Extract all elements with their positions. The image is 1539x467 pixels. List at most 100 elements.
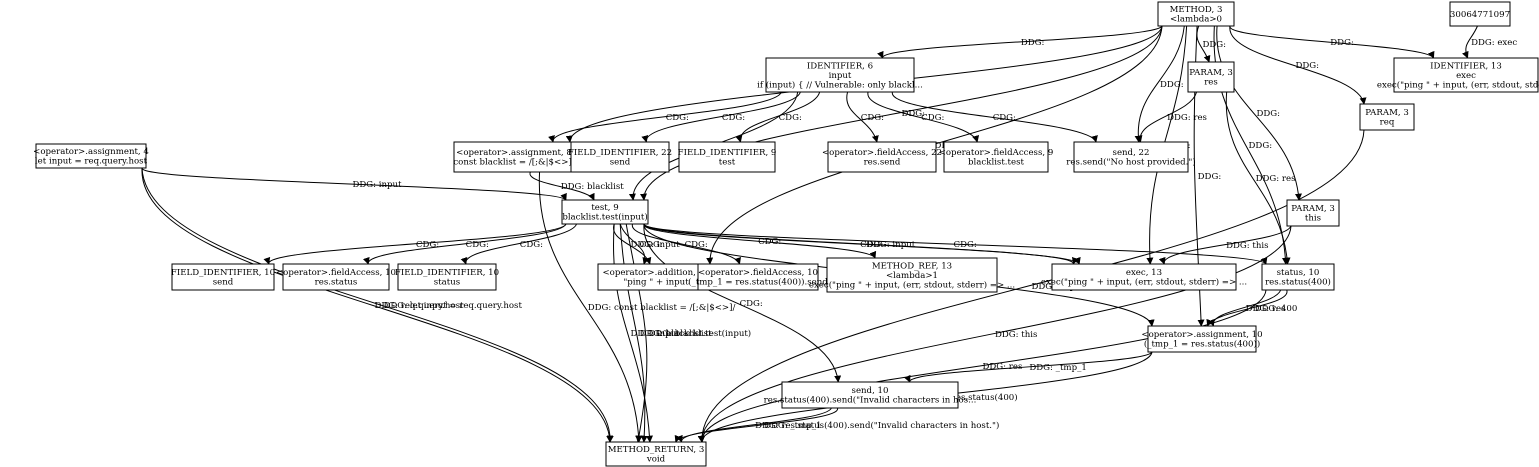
edge-label: CDG: [416,240,439,250]
edge-label: DDG: let input = req.query.host [384,301,523,311]
node-label-line: <operator>.fieldAccess, 22 [822,148,942,158]
edge-label: DDG: this [995,330,1037,340]
node-label-line: send, 10 [852,386,889,396]
node-label-line: res [1204,78,1218,88]
node-box [1073,141,1189,173]
graph-node-n30064: 30064771097 [1449,1,1511,27]
node-label-line: FIELD_IDENTIFIER, 10 [171,268,275,278]
graph-edge-test9-to-fid10st [460,223,578,265]
edge-label: DDG: res.status(400).send("Invalid chara… [755,420,999,431]
node-label-line: IDENTIFIER, 6 [807,61,873,71]
node-box [1261,263,1335,291]
graph-edge-assign10-to-send10 [904,351,1153,383]
edge-label: CDG: [993,113,1016,123]
node-box [943,141,1049,173]
edge-label: CDG: [860,240,883,250]
edge-label: DDG: blacklist [649,329,713,339]
node-box [605,441,707,467]
node-label-line: FIELD_IDENTIFIER, 22 [568,148,672,158]
edge-label: DDG: _tmp_1 [1029,363,1086,373]
graph-edge-ident6-to-fid9 [735,91,821,143]
node-label-line: req [1380,118,1395,128]
graph-edge-ident6-to-fa9 [867,91,980,143]
edge-label: CDG: [520,240,543,250]
node-label-line: <operator>.addition, 13 [602,268,709,278]
edge-label: CDG: [466,240,489,250]
graph-edge-assign4-to-test9 [141,167,567,201]
edge-label: DDG: res [983,362,1023,372]
edge-label: CDG: [666,113,689,123]
graph-node-assign10: <operator>.assignment, 10(_tmp_1 = res.s… [1141,325,1263,353]
edge-label: CDG: [779,113,802,123]
node-label-line: FIELD_IDENTIFIER, 9 [678,148,777,158]
edge-label: DDG: input [866,240,916,250]
node-label-line: void [646,455,666,465]
node-box [697,263,819,291]
node-label-line: <operator>.fieldAccess, 10 [276,268,396,278]
graph-edge-method-to-param_res [1196,25,1211,63]
graph-edge-test9-to-ret [619,223,648,443]
graph-edge-param_req-to-ret [698,129,1365,443]
node-label-line: status, 10 [1277,268,1320,278]
edge-label: DDG: [1330,38,1354,48]
graph-edge-assign8-to-ret [538,171,643,443]
node-label-line: test [719,158,736,168]
graph-edge-test9-to-status10 [643,223,1268,265]
node-box [561,199,649,225]
graph-edge-assign4-to-ret [141,167,614,443]
graph-edge-ident6-to-fa22 [846,91,879,143]
edge-label: DDG: [1198,172,1222,182]
edge-label: DDG: [1249,141,1273,151]
node-label-line: <lambda>0 [1170,15,1222,25]
edge-label: DDG: [902,109,926,119]
edge-label: DDG: _tmp_1 [764,421,821,431]
graph-edge-send10-to-ret [674,407,838,443]
edge-label: DDG: this [1226,241,1268,251]
node-label-line: send [610,158,631,168]
node-label-line: 30064771097 [1450,10,1510,20]
node-label-line: PARAM, 3 [1365,108,1409,118]
node-label-line: METHOD_REF, 13 [872,261,952,271]
edge-label: CDG: [740,299,763,309]
node-label-line: if (input) { // Vulnerable: only blackl.… [757,79,923,90]
graph-edge-test9-to-fa10 [363,223,567,265]
node-label-line: test, 9 [591,203,618,213]
edge-label: CDG: [921,113,944,123]
graph-edge-param_res-to-status10 [1225,91,1291,265]
edge-label: CDG: [640,240,663,250]
node-label-line: (_tmp_1 = res.status(400)).send [688,277,828,288]
graph-edge-test9-to-ret [625,223,648,443]
graph-edge-ident6-to-assign8 [548,91,782,143]
graph-edge-param_this-to-ret [698,225,1292,443]
graph-edge-method-to-ident13 [1229,25,1435,59]
edge-label: DDG: input [631,240,681,250]
edge-label: DDG: res [1246,304,1286,314]
node-label-line: res.send [864,158,901,168]
node-box [282,263,390,291]
node-box [35,143,147,169]
graph-edge-test9-to-mref13 [643,223,877,259]
node-label-line: <operator>.assignment, 10 [1141,330,1262,340]
edge-label: CDG: [685,240,708,250]
edge-label: DDG: exec [1471,38,1517,48]
edge-label: CDG: [758,237,781,247]
node-box [765,57,915,93]
node-label-line: blacklist.test [968,158,1024,168]
node-label-line: send, 22 [1113,148,1150,158]
node-label-line: input [829,71,852,81]
graph-edge-test9-to-fa10b [632,223,741,265]
edge-label: DDG: req.query.host [375,301,464,311]
node-label-line: res.status(400) [1265,277,1331,288]
graph-edge-ident6-to-send22 [891,91,1098,143]
edge-label: DDG: [1160,80,1184,90]
